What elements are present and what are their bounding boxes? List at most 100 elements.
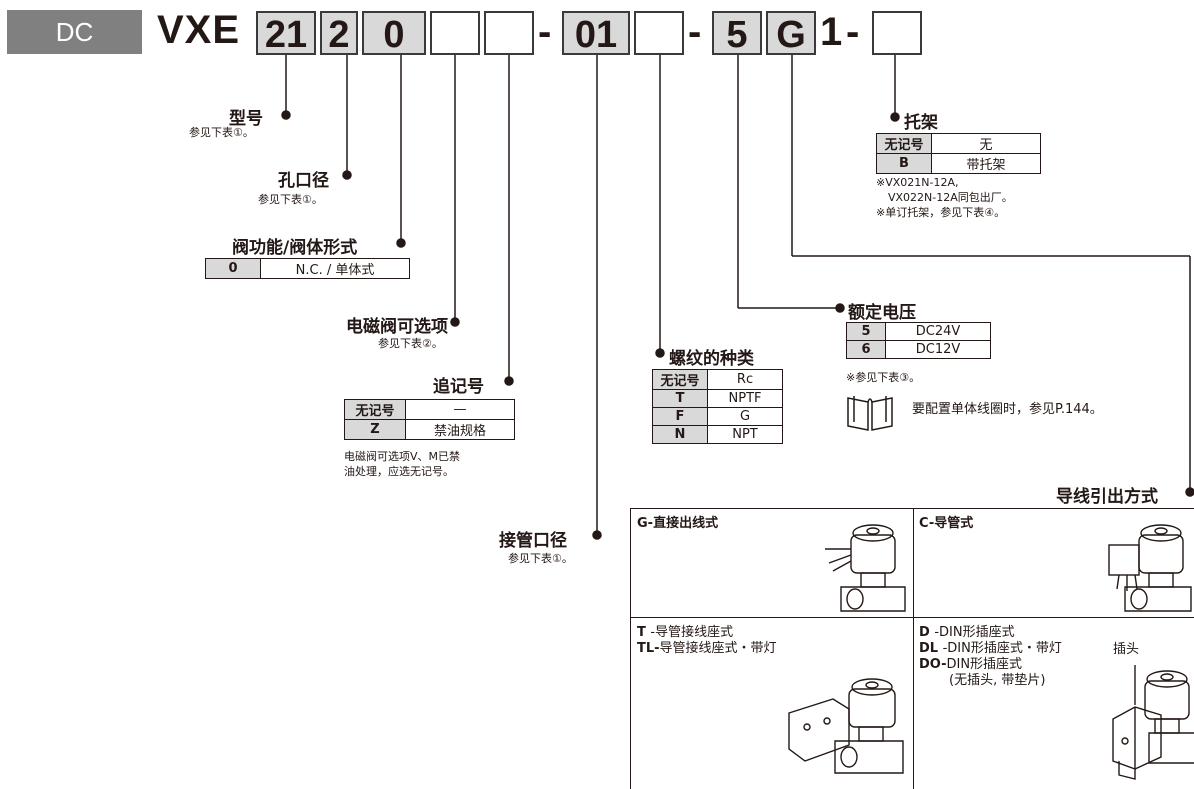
model-note: 参见下表①。 [189,126,254,139]
suffix-table: 无记号 — Z 禁油规格 [344,399,515,440]
bracket-note-line2: VX022N-12A同包出厂。 [888,191,1013,204]
table-key: F [652,407,708,426]
table-key: T [652,389,708,408]
voltage-title: 额定电压 [848,303,916,323]
port-size-note: 参见下表①。 [508,552,573,565]
table-value: 无 [931,133,1041,154]
lead-t-key: T [637,625,646,640]
voltage-table: 5 DC24V 6 DC12V [846,322,991,359]
code-box-solenoid-option [430,11,480,55]
table-value: 禁油规格 [405,419,515,440]
table-key: Z [344,419,406,440]
lead-d-key: D [919,625,930,640]
port-size-title: 接管口径 [499,531,567,551]
code-box-port-size: 01 [562,11,630,56]
coil-reference-note: 要配置单体线圈时，参见P.144。 [912,402,1103,417]
model-title: 型号 [229,109,263,129]
book-icon [847,396,893,431]
table-row: 无记号 — [344,399,515,420]
table-row: 6 DC12V [846,340,991,359]
table-value: DC12V [885,340,991,359]
table-value: NPT [707,425,783,444]
valve-type-title: 阀功能/阀体形式 [232,238,358,258]
code-box-model: 21 [256,11,316,56]
code-box-valve-type: 0 [362,11,426,56]
table-row: 无记号 无 [876,133,1041,154]
model-prefix: VXE [157,8,241,52]
valve-t-illustration [788,678,904,774]
code-fixed-digit: 1 [820,10,843,54]
code-box-lead: G [766,11,816,56]
lead-g-label: G-直接出线式 [637,516,719,531]
table-row: 5 DC24V [846,322,991,341]
table-row: 0 N.C. / 单体式 [205,258,410,279]
lead-d-label: -DIN形插座式 [934,625,1015,640]
lead-title: 导线引出方式 [1056,487,1158,507]
bracket-table: 无记号 无 B 带托架 [876,133,1041,174]
table-key: 6 [846,340,886,359]
code-box-bracket [872,11,922,55]
bracket-title: 托架 [904,113,938,133]
thread-title: 螺纹的种类 [669,349,754,369]
thread-table: 无记号 Rc T NPTF F G N NPT [652,369,783,444]
lead-dl-label: -DIN形插座式・带灯 [942,641,1062,656]
plug-label: 插头 [1113,642,1140,657]
lead-tl-row: TL-导管接线座式・带灯 [637,641,777,657]
table-row: B 带托架 [876,153,1041,174]
table-key: B [876,153,932,174]
table-value: NPTF [707,389,783,408]
table-value: Rc [707,369,783,390]
lead-tl-label: 导管接线座式・带灯 [659,641,777,656]
orifice-note: 参见下表①。 [258,193,323,206]
lead-do-key: DO- [919,657,947,672]
valve-type-table: 0 N.C. / 单体式 [205,258,410,279]
lead-t-label: -导管接线座式 [650,625,734,640]
code-box-orifice: 2 [320,11,358,56]
table-row: Z 禁油规格 [344,419,515,440]
bracket-note-line3: ※单订托架，参见下表④。 [876,206,1006,219]
code-separator: - [688,10,702,54]
lead-tl-key: TL- [637,641,660,656]
grid-divider [913,509,914,789]
valve-c-illustration [1108,524,1192,612]
suffix-title: 追记号 [433,377,484,397]
table-key: 无记号 [652,369,708,390]
series-badge: DC [7,10,142,54]
lead-dl-key: DL [919,641,939,656]
table-key: 无记号 [876,133,932,154]
table-key: 5 [846,322,886,341]
table-row: T NPTF [652,389,783,408]
suffix-note-line2: 油处理，应选无记号。 [344,465,454,478]
orifice-title: 孔口径 [278,171,329,191]
table-row: 无记号 Rc [652,369,783,390]
table-value: — [405,399,515,420]
table-key: N [652,425,708,444]
suffix-note-line1: 电磁阀可选项V、M已禁 [344,450,461,463]
solenoid-option-title: 电磁阀可选项 [346,317,448,337]
lead-do-sub: (无插头, 带垫片) [949,673,1046,688]
lead-do-row: DO-DIN形插座式 [919,657,1022,673]
table-value: 带托架 [931,153,1041,174]
lead-d-row: D -DIN形插座式 [919,625,1015,641]
lead-type-grid: G-直接出线式 C-导管式 T -导管接线座式 TL-导管接线座式・带灯 D -… [630,508,1194,789]
lead-c-label: C-导管式 [919,516,974,531]
bracket-note-line1: ※VX021N-12A, [876,176,959,189]
table-value: G [707,407,783,426]
table-row: N NPT [652,425,783,444]
code-box-suffix [484,11,534,55]
code-separator: - [538,10,552,54]
code-box-thread [634,11,684,55]
table-value: DC24V [885,322,991,341]
grid-divider [631,617,1194,618]
table-key: 无记号 [344,399,406,420]
table-value: N.C. / 单体式 [260,258,410,279]
lead-do-label: DIN形插座式 [946,657,1023,672]
valve-g-illustration [825,524,906,612]
valve-d-illustration [1112,665,1194,780]
table-row: F G [652,407,783,426]
lead-t-row: T -导管接线座式 [637,625,733,641]
table-key: 0 [205,258,261,279]
solenoid-option-note: 参见下表②。 [378,337,443,350]
voltage-note: ※参见下表③。 [846,371,921,384]
